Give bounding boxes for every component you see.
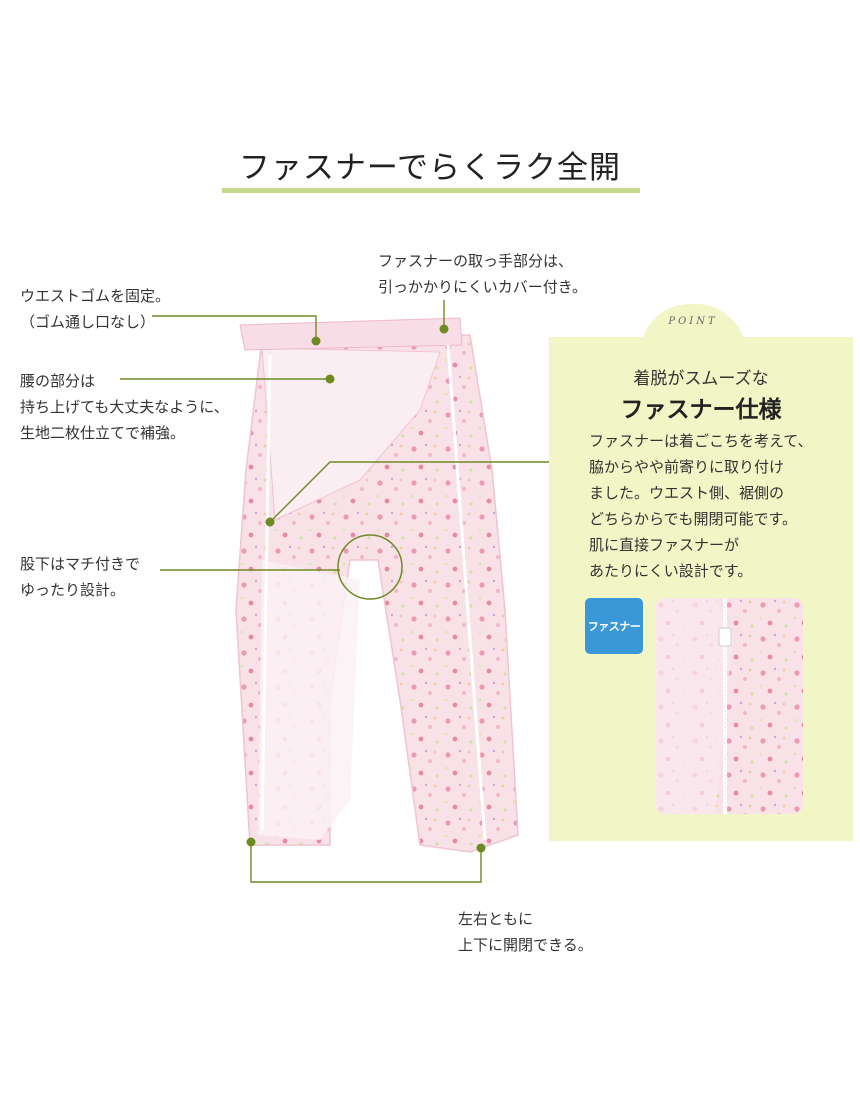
callout-crotch: 股下はマチ付きで ゆったり設計。 (20, 555, 141, 599)
page-title: ファスナーでらくラク全開 (238, 150, 622, 186)
callout-waist-part: 腰の部分は 持ち上げても大丈夫なように、 生地二枚仕立てで補強。 (20, 372, 229, 442)
zipper-closeup-photo (655, 598, 803, 814)
zipper-tag: ファスナー (585, 598, 643, 654)
callout-waist: ウエストゴムを固定。 （ゴム通し口なし） (20, 287, 171, 331)
title-underline (222, 188, 640, 193)
point-body: ファスナーは着ごこちを考えて、 脇からやや前寄りに取り付け ました。ウエスト側、… (589, 432, 813, 580)
point-heading: ファスナー仕様 (620, 397, 782, 423)
callout-zipper-pull: ファスナーの取っ手部分は、 引っかかりにくいカバー付き。 (378, 252, 587, 296)
point-subtitle: 着脱がスムーズな (633, 369, 769, 389)
crotch-highlight-circle (337, 534, 403, 600)
callout-open-close: 左右ともに 上下に開閉できる。 (458, 910, 593, 954)
